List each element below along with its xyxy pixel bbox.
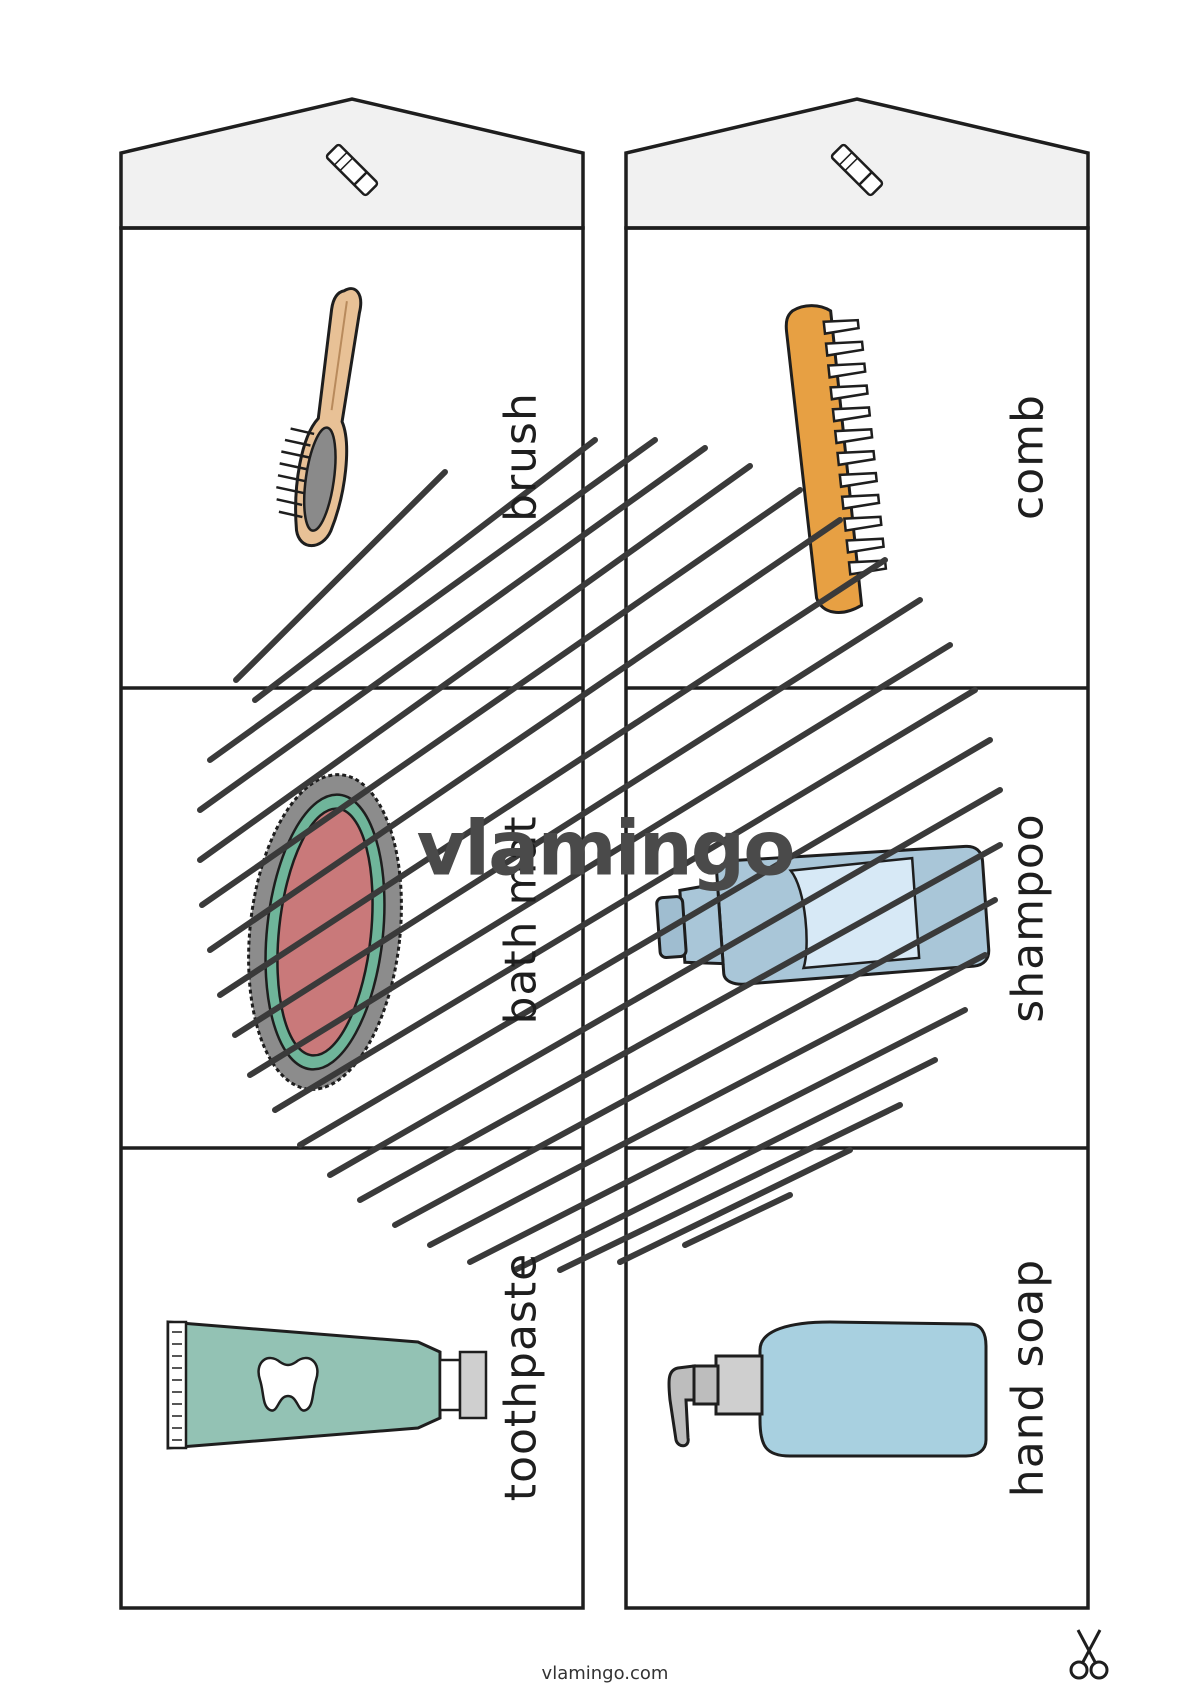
soap-dispenser-icon: [667, 1320, 988, 1458]
toothpaste-icon: [166, 1320, 488, 1450]
card-label-hand-soap: hand soap: [1002, 1258, 1054, 1498]
shampoo-bottle-icon: [655, 844, 991, 986]
card-label-brush: brush: [495, 392, 547, 522]
hairbrush-icon: [276, 287, 363, 547]
card-label-toothpaste: toothpaste: [495, 1252, 547, 1502]
watermark-hatch: [197, 437, 1003, 1273]
left-strip-body: [119, 226, 585, 1610]
right-strip-body: [624, 226, 1090, 1610]
comb-icon: [784, 304, 888, 614]
footer-url[interactable]: vlamingo.com: [541, 1663, 669, 1684]
watermark-logo: vlamingo: [416, 803, 796, 893]
card-label-shampoo: shampoo: [1002, 813, 1054, 1023]
card-label-comb: comb: [1002, 394, 1054, 520]
scissors-icon: [1069, 1629, 1109, 1680]
glue-stick-icon: [830, 143, 884, 197]
glue-stick-icon: [325, 143, 379, 197]
bath-mat-icon: [247, 773, 403, 1091]
